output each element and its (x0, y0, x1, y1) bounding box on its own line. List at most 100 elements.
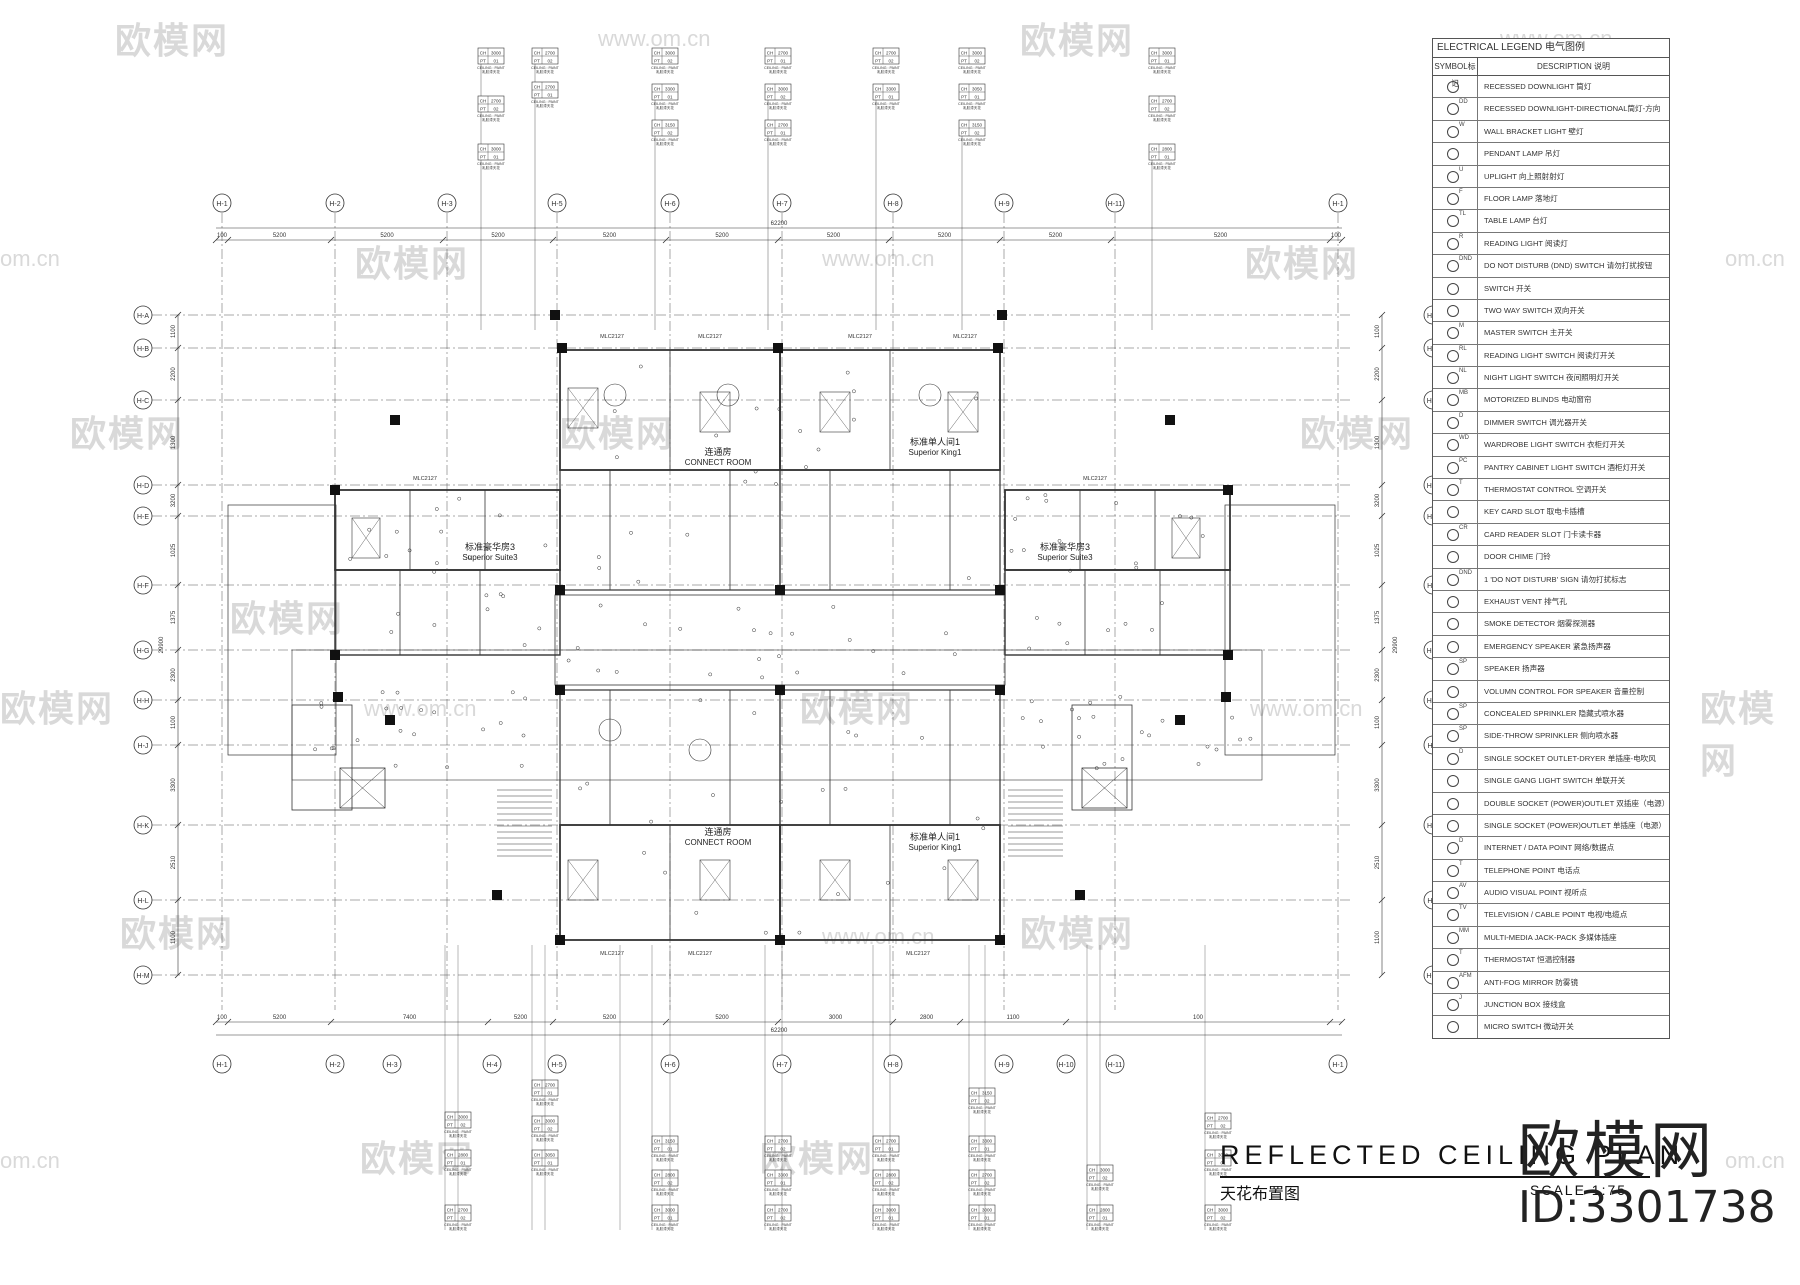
downlight-symbol (355, 738, 360, 743)
legend-symbol (1433, 635, 1478, 658)
legend-symbol: U (1433, 165, 1478, 187)
downlight-symbol (816, 447, 821, 452)
legend-symbol-icon (1447, 304, 1459, 317)
ceiling-tag-code: 01 (667, 1147, 673, 1152)
ceiling-tag-pt: PT (1151, 155, 1157, 160)
downlight-symbol (481, 727, 485, 732)
downlight-symbol (394, 529, 399, 534)
downlight-symbol (753, 469, 758, 474)
downlight-symbol (736, 606, 741, 611)
legend-symbol: TL (1433, 210, 1478, 232)
downlight-symbol (1238, 737, 1242, 742)
legend-description: PENDANT LAMP 吊灯 (1484, 149, 1561, 159)
ceiling-tag-caption: CEILING : PAINT (764, 138, 792, 142)
ceiling-tag-caption: CEILING : PAINT (1148, 162, 1176, 166)
ceiling-tag-caption: CEILING : PAINT (872, 102, 900, 106)
legend-symbol-icon (1447, 931, 1459, 944)
ceiling-tag-ch: CH (447, 1115, 454, 1120)
grid-label-bottom: H-5 (551, 1062, 562, 1069)
ceiling-tag-height: 2700 (778, 51, 789, 56)
grid-bubble-bottom (482, 1054, 502, 1074)
ceiling-tag-caption: CEILING : PAINT (444, 1130, 472, 1134)
downlight-symbol (777, 407, 782, 411)
grid-label-left: H-B (137, 346, 149, 353)
room-name-cn: 标准豪华房3 (465, 541, 515, 552)
structural-column (1221, 692, 1231, 702)
legend-symbol (1433, 299, 1478, 322)
bottom-dimension-value: 5200 (514, 1015, 528, 1021)
legend-description: KEY CARD SLOT 取电卡插槽 (1484, 507, 1585, 517)
ceiling-tag-code: 02 (780, 1216, 786, 1221)
legend-description: MASTER SWITCH 主开关 (1484, 328, 1573, 338)
ceiling-tag-ch: CH (480, 147, 487, 152)
ceiling-tag-caption: CEILING : PAINT (651, 102, 679, 106)
grid-bubble-bottom (994, 1054, 1014, 1074)
watermark-logo: 欧模网 (1300, 414, 1415, 455)
downlight-symbol (596, 555, 601, 559)
ceiling-tag-pt: PT (875, 1216, 881, 1221)
legend-symbol-icon (1447, 797, 1459, 810)
downlight-symbol (629, 530, 633, 535)
right-dimension-value: 2300 (1375, 668, 1381, 682)
downlight-symbol (1160, 601, 1164, 605)
downlight-symbol (871, 649, 876, 653)
legend-symbol-icon (1447, 103, 1459, 116)
legend-symbol-icon (1447, 909, 1459, 922)
elevator-cross (1081, 767, 1128, 809)
legend-symbol-icon (1447, 327, 1459, 340)
ceiling-tag-caption-cn: 乳胶漆天花 (769, 141, 787, 146)
legend-symbol: SP (1433, 658, 1478, 680)
ceiling-tag-code: 01 (888, 1147, 894, 1152)
downlight-symbol (1057, 621, 1062, 626)
ceiling-tag-caption: CEILING : PAINT (958, 66, 986, 70)
ceiling-tag-caption: CEILING : PAINT (1204, 1223, 1232, 1227)
ceiling-tag-ch: CH (534, 1083, 541, 1088)
legend-row: SMOKE DETECTOR 烟雾探测器 (1433, 613, 1669, 636)
grid-label-top: H-1 (1332, 201, 1343, 208)
legend-symbol (1433, 613, 1478, 635)
grid-label-bottom: H-1 (216, 1062, 227, 1069)
top-dimension-value: 5200 (827, 233, 841, 239)
legend-symbol (1433, 814, 1478, 837)
ceiling-tag-caption: CEILING : PAINT (872, 1154, 900, 1158)
legend-row: SINGLE SOCKET (POWER)OUTLET 单插座（电源） (1433, 814, 1669, 838)
ceiling-tag-ch: CH (1151, 51, 1158, 56)
ceiling-tag-caption-cn: 乳胶漆天花 (963, 69, 981, 74)
bed-hatch (699, 859, 731, 901)
legend-description: VOLUMN CONTROL FOR SPEAKER 音量控制 (1484, 686, 1645, 696)
structural-column (997, 310, 1007, 320)
ceiling-tag-height: 3300 (778, 1173, 789, 1178)
bed-furniture (1171, 517, 1201, 559)
ceiling-tag-caption-cn: 乳胶漆天花 (877, 1226, 895, 1231)
ceiling-tag-caption-cn: 乳胶漆天花 (449, 1133, 467, 1138)
drawing-scale: SCALE 1:75 (1530, 1182, 1628, 1198)
bottom-dimension-tick (774, 1018, 782, 1026)
structural-column (1175, 715, 1185, 725)
ceiling-tag-height: 2700 (491, 99, 502, 104)
room-name-en: Superior King1 (909, 448, 962, 457)
ceiling-tag-caption-cn: 乳胶漆天花 (973, 1109, 991, 1114)
downlight-symbol (331, 746, 336, 750)
bottom-dimension-tick (212, 1018, 220, 1026)
legend-symbol-tag: T (1459, 480, 1463, 487)
ceiling-tag-height: 3300 (665, 87, 676, 92)
bottom-dimension-value: 5200 (715, 1015, 729, 1021)
right-dimension-tick (1378, 512, 1386, 520)
ceiling-tag-caption: CEILING : PAINT (651, 1154, 679, 1158)
downlight-symbol (1077, 734, 1081, 739)
grid-label-left: H-J (138, 743, 149, 750)
ceiling-tag-code: 01 (888, 95, 894, 100)
ceiling-tag-height: 2700 (458, 1208, 469, 1213)
structural-column (995, 585, 1005, 595)
legend-symbol: D (1433, 411, 1478, 434)
ceiling-tag-pt: PT (480, 107, 486, 112)
watermark-url: om.cn (1725, 1148, 1785, 1173)
ceiling-tag-code: 01 (780, 1181, 786, 1186)
room-core-top-right (779, 469, 1001, 591)
downlight-symbol (419, 708, 424, 712)
downlight-symbol (498, 721, 503, 725)
